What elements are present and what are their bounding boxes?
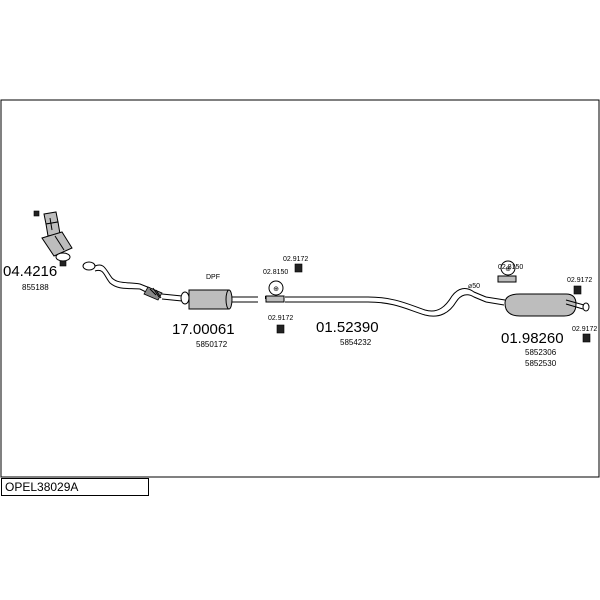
part-number-rear: 01.98260 [501,330,564,347]
fitting-code-2: 02.8150 [263,269,288,276]
hanger-right: ⊕ [497,260,517,283]
catalytic-converter [33,210,73,267]
fitting-code-4: 02.8150 [498,264,523,271]
hanger-code: ⊕ [273,286,279,293]
fitting-code-3: 02.9172 [268,315,293,322]
oe-number-rear-1: 5852306 [525,348,557,357]
part-number-middle: 01.52390 [316,319,379,336]
pipe-diameter-label: ⌀50 [468,283,480,290]
part-number-cat: 04.4216 [3,263,57,280]
fitting-code-5: 02.9172 [567,277,592,284]
front-pipe [94,264,151,289]
part-number-dpf: 17.00061 [172,321,235,338]
rubber-mount-left-bottom [276,324,285,334]
dpf-label: DPF [206,274,220,281]
hanger-left: ⊕ [265,280,285,303]
dpf-filter [161,289,258,310]
gasket-ring [82,261,96,271]
middle-pipe [285,288,487,312]
rubber-mount-tail [582,333,591,343]
rear-silencer [485,293,590,317]
oe-number-cat: 855188 [22,283,49,292]
oe-number-middle: 5854232 [340,338,372,347]
oe-number-dpf: 5850172 [196,340,228,349]
rubber-mount-left-top [294,263,303,273]
fitting-code-1: 02.9172 [283,256,308,263]
svg-text:⊕: ⊕ [505,266,511,273]
flex-joint [143,286,163,301]
oe-number-rear-2: 5852530 [525,359,557,368]
fitting-code-6: 02.9172 [572,326,597,333]
reference-code: OPEL38029A [1,478,149,496]
rubber-mount-right [573,285,582,295]
diagram-frame [0,99,600,478]
